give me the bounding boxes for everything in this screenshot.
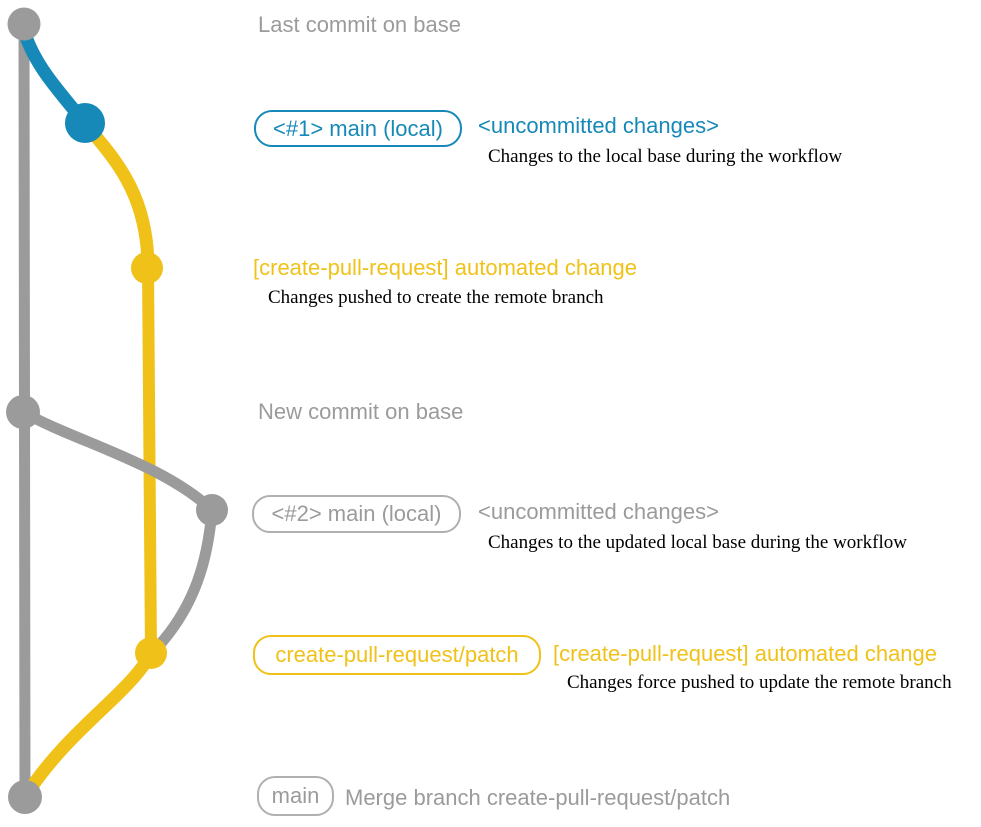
patch-merge-curve [18,646,158,804]
merge-message: Merge branch create-pull-request/patch [345,785,731,810]
branch-pill-main: main [257,776,334,816]
patch-branch-line [142,262,157,659]
automated-change-1-heading: [create-pull-request] automated change [253,255,638,280]
automated-change-2-note: Changes force pushed to update the remot… [567,672,952,693]
commit-dot-patch-2 [135,637,167,669]
uncommitted-changes-2-note: Changes to the updated local base during… [488,532,907,553]
new-commit-heading: New commit on base [258,399,464,424]
automated-change-2-heading: [create-pull-request] automated change [553,641,938,666]
branch-pill-main-local-1: <#1> main (local) [254,110,462,147]
uncommitted-changes-1-note: Changes to the local base during the wor… [488,146,843,167]
commit-dot-merge [8,780,42,814]
branch-pill-main-local-2: <#2> main (local) [252,495,461,533]
patch-branch-top-curve [78,116,155,275]
branch-pill-main-local-2-label: <#2> main (local) [271,501,442,526]
uncommitted-changes-2-curve [146,504,218,659]
last-commit-heading: Last commit on base [258,12,461,37]
commit-dot-patch-1 [131,252,163,284]
branch-pill-main-label: main [271,783,320,808]
branch-pill-patch-label: create-pull-request/patch [275,642,519,667]
uncommitted-changes-2-heading: <uncommitted changes> [478,499,719,524]
commit-dot-new-base [6,395,40,429]
commit-dot-uncommitted-2 [196,494,228,526]
automated-change-1-note: Changes pushed to create the remote bran… [268,287,604,308]
branch-pill-main-local-1-label: <#1> main (local) [273,115,443,141]
new-base-commit-curve [17,406,218,516]
commit-dot-last-base [7,7,41,41]
commit-dot-uncommitted-1 [65,103,105,143]
branch-pill-patch: create-pull-request/patch [253,635,541,675]
uncommitted-changes-1-heading: <uncommitted changes> [478,113,719,138]
